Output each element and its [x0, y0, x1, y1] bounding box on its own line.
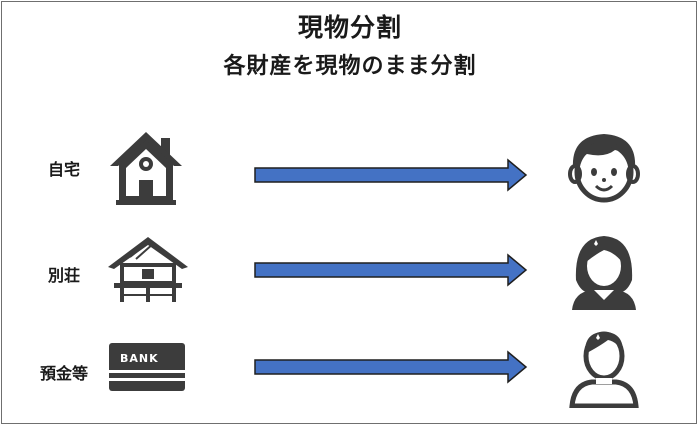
- house-icon: [110, 132, 182, 205]
- arrow-villa-to-woman: [254, 253, 528, 287]
- child-icon: [568, 134, 640, 203]
- asset-label-deposits: 預金等: [40, 364, 89, 383]
- man-icon: [569, 331, 639, 408]
- asset-label-home: 自宅: [48, 160, 81, 179]
- arrow-home-to-child: [254, 158, 528, 192]
- arrow-deposits-to-man: [254, 350, 528, 384]
- page-title: 現物分割: [297, 13, 402, 42]
- villa-icon: [108, 237, 188, 302]
- bank-card-icon: [109, 343, 185, 391]
- page-subtitle: 各財産を現物のまま分割: [223, 54, 477, 79]
- bank-card-text: BANK: [120, 352, 159, 365]
- woman-icon: [572, 236, 636, 310]
- asset-label-villa: 別荘: [48, 266, 81, 285]
